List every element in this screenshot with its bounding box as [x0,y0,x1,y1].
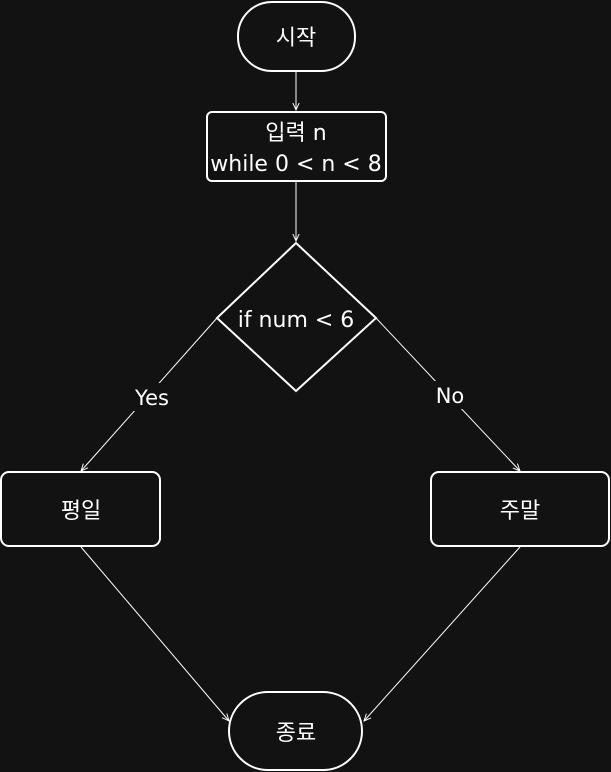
start-node [237,1,356,72]
weekday-node [0,471,161,547]
weekday-node-label: 평일 [61,499,101,524]
edge-label-yes: Yes [134,386,169,410]
decision-node [215,241,378,393]
weekend-node [430,471,610,547]
end-node [228,691,363,771]
start-node-label: 시작 [276,26,316,51]
edge-weekday-to-end [80,546,229,721]
input-node-line1: 입력 n [265,121,326,146]
input-node [206,111,387,182]
decision-node-label: if num < 6 [238,308,355,333]
input-node-line2: while 0 < n < 8 [210,152,381,177]
no-label-bg [430,381,470,409]
weekend-node-label: 주말 [500,499,540,524]
end-node-label: 종료 [276,721,316,746]
edge-weekend-to-end [364,546,521,721]
yes-label-bg [129,383,175,411]
edge-label-no: No [436,384,465,408]
